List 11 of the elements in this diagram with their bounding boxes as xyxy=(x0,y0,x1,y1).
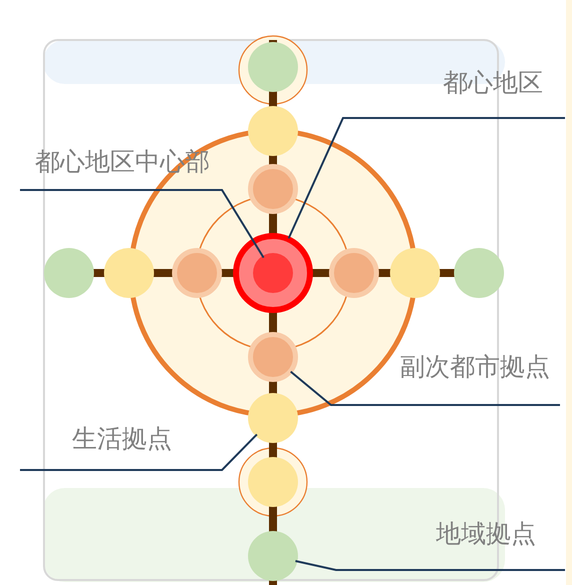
callout-label: 生活拠点 xyxy=(72,424,172,454)
leader-line xyxy=(295,560,565,571)
leader-line xyxy=(20,189,264,258)
callout-label: 副次都市拠点 xyxy=(400,352,550,382)
hub-circle xyxy=(253,253,293,293)
callout-label: 都心地区中心部 xyxy=(35,147,210,177)
callout-label: 地域拠点 xyxy=(436,519,536,549)
leader-line xyxy=(290,370,560,406)
callout-label: 都心地区 xyxy=(443,68,543,98)
leader-line xyxy=(20,434,258,471)
leader-line xyxy=(288,117,565,239)
